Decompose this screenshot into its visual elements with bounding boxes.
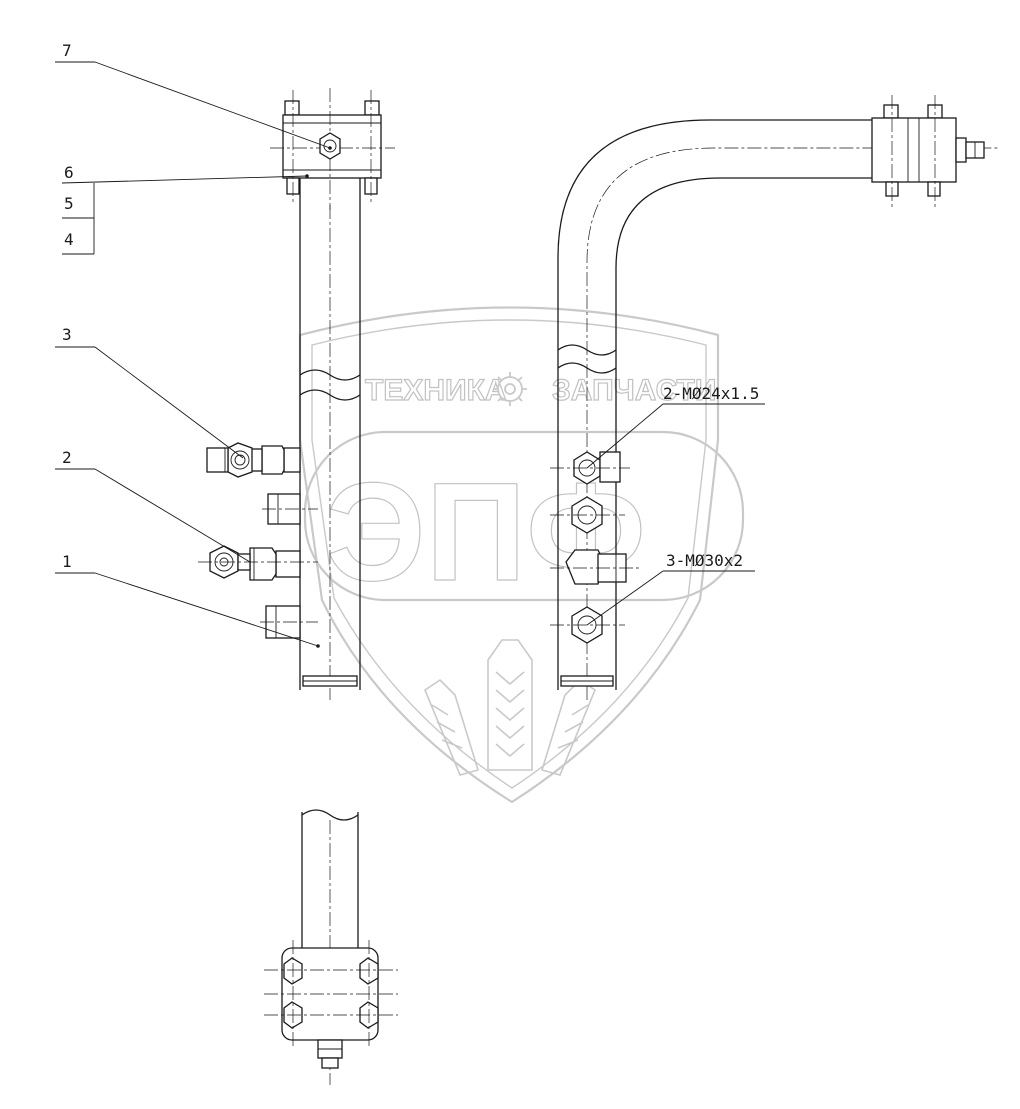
callout-2: 2 [62,448,72,467]
callout-3: 3 [62,325,72,344]
right-pipe-assembly [550,95,1000,700]
right-flange [871,95,985,210]
left-pipe-assembly [198,88,398,1085]
right-port-2 [550,496,625,534]
right-port-1 [550,451,630,485]
callout-7: 7 [62,41,72,60]
top-flange [270,88,395,210]
watermark-left-text: ТЕХНИКА [365,374,507,407]
watermark-shield [298,306,720,804]
callout-5: 5 [64,194,74,213]
callout-6: 6 [64,163,74,182]
top-plug-nut [319,132,341,160]
bottom-flange [264,940,398,1069]
callout-1: 1 [62,552,72,571]
thread-callout-large: 3-MØ30x2 [666,551,743,570]
callouts: 7 6 5 4 3 2 1 2-MØ24x1.5 3-MØ30x2 [55,41,765,648]
watermark-gear-icon [493,372,527,406]
thread-callout-small: 2-MØ24x1.5 [663,384,759,403]
side-boss-upper [262,493,318,525]
callout-4: 4 [64,230,74,249]
right-port-3 [550,549,640,585]
watermark-shield-inner [311,319,707,789]
fitting-2 [198,545,318,581]
side-boss-lower [260,605,318,639]
watermark-right-text: ЗАПЧАСТИ [552,374,716,407]
watermark-brand-panel [303,430,745,602]
fitting-3 [206,442,301,478]
watermark-wheat-icon [424,639,596,776]
